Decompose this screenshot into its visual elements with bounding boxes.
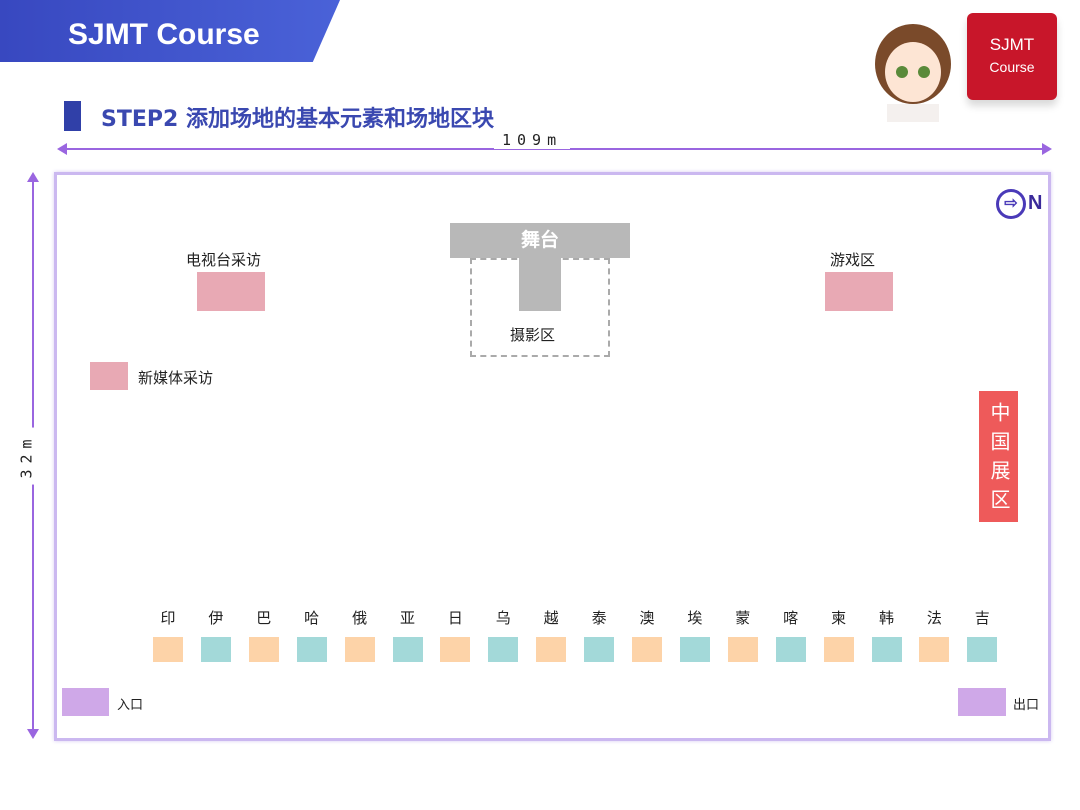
booth-label: 乌 — [495, 609, 511, 627]
country-booth — [919, 637, 950, 662]
header-banner — [0, 0, 340, 62]
game-zone — [825, 272, 893, 311]
booth-label: 越 — [543, 609, 559, 627]
country-booth — [200, 637, 231, 662]
booth-label: 日 — [447, 609, 463, 627]
width-label: 109m — [494, 131, 571, 149]
country-booth — [823, 637, 854, 662]
country-booth — [679, 637, 710, 662]
country-booth — [775, 637, 806, 662]
venue-field — [54, 172, 1051, 741]
booth-label: 埃 — [687, 609, 703, 627]
booth-label: 韩 — [878, 609, 894, 627]
tv-interview-label: 电视台采访 — [186, 251, 262, 269]
entrance-label: 入口 — [117, 698, 144, 713]
country-booth — [871, 637, 902, 662]
booth-label: 法 — [926, 609, 942, 627]
arrow-down-icon — [27, 729, 39, 739]
arrow-left-icon — [57, 143, 67, 155]
cartoon-avatar-icon — [875, 24, 951, 122]
north-label: N — [1028, 192, 1043, 214]
exit-zone — [958, 688, 1006, 716]
country-booth — [967, 637, 998, 662]
booth-label: 印 — [160, 609, 176, 627]
country-booth — [248, 637, 279, 662]
booth-label: 吉 — [974, 609, 990, 627]
arrow-right-icon — [1042, 143, 1052, 155]
title-marker — [64, 101, 81, 131]
stage-label: 舞台 — [520, 229, 559, 251]
stage: 舞台 — [450, 223, 630, 258]
game-zone-label: 游戏区 — [830, 251, 876, 269]
country-booth — [392, 637, 423, 662]
tv-interview-zone — [197, 272, 265, 311]
logo-line2: Course — [989, 59, 1035, 75]
new-media-zone — [90, 362, 128, 390]
booth-label: 喀 — [783, 609, 799, 627]
country-booth — [584, 637, 615, 662]
photo-zone-label: 摄影区 — [510, 326, 556, 344]
north-arrow-icon: ⇨ — [996, 189, 1026, 219]
stage-runway — [519, 258, 561, 311]
width-dimension-line — [62, 148, 1046, 150]
booth-label: 澳 — [639, 609, 655, 627]
country-booth — [153, 637, 183, 662]
country-booth — [488, 637, 519, 662]
height-label: 32m — [13, 427, 40, 485]
country-booth — [632, 637, 662, 662]
logo-line1: SJMT — [989, 35, 1035, 54]
china-pavilion-label: 中国展区 — [987, 401, 1011, 518]
booth-label: 蒙 — [735, 609, 751, 627]
exit-label: 出口 — [1013, 698, 1040, 713]
booth-label: 亚 — [399, 609, 415, 627]
booth-label: 巴 — [256, 609, 272, 627]
new-media-label: 新媒体采访 — [138, 369, 214, 387]
brand-title: SJMT Course — [68, 18, 260, 51]
booth-label: 俄 — [352, 609, 368, 627]
booth-label: 伊 — [208, 609, 224, 627]
country-booth — [727, 637, 758, 662]
country-booth — [536, 637, 567, 662]
booth-label: 泰 — [591, 609, 607, 627]
country-booth — [296, 637, 327, 662]
china-pavilion: 中国展区 — [979, 391, 1018, 522]
booth-label: 柬 — [831, 609, 847, 627]
country-booth — [440, 637, 471, 662]
entrance-zone — [62, 688, 109, 716]
step-title: STEP2 添加场地的基本元素和场地区块 — [101, 107, 494, 132]
country-booth — [344, 637, 375, 662]
sjmt-logo: SJMT Course — [967, 13, 1057, 100]
arrow-up-icon — [27, 172, 39, 182]
booth-label: 哈 — [304, 609, 320, 627]
